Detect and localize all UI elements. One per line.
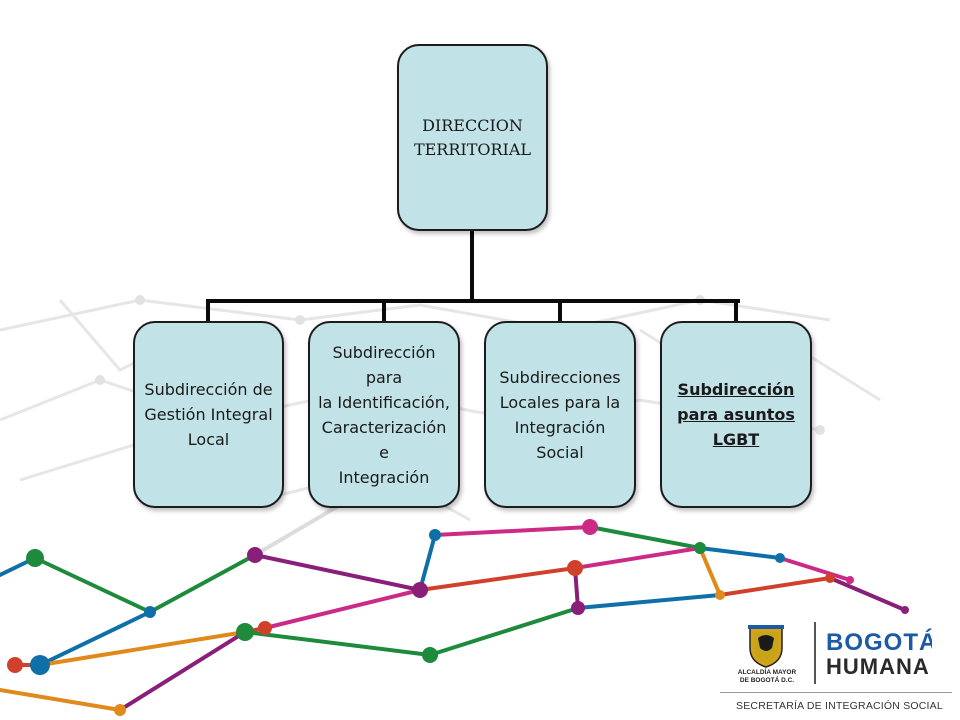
org-box-label: Integración Social bbox=[514, 417, 606, 462]
org-box-label: Subdirección de bbox=[144, 380, 273, 399]
logo-bogota-text: BOGOTÁ bbox=[826, 628, 932, 656]
org-box-label: Gestión Integral bbox=[144, 405, 273, 424]
org-box-label: Subdirección para bbox=[332, 342, 436, 387]
connector-drop-3 bbox=[558, 299, 562, 322]
org-box-asuntos-lgbt: Subdirección para asuntos LGBT bbox=[660, 321, 812, 508]
org-box-label: DIRECCION bbox=[422, 115, 523, 135]
org-box-gestion-integral-local: Subdirección de Gestión Integral Local bbox=[133, 321, 284, 508]
connector-vertical-root bbox=[470, 231, 474, 301]
connector-horizontal-bar bbox=[206, 299, 740, 303]
org-box-subdirecciones-locales: Subdirecciones Locales para la Integraci… bbox=[484, 321, 636, 508]
bogota-humana-logo: BOGOTÁ HUMANA bbox=[826, 628, 932, 678]
org-box-label: la Identificación, bbox=[318, 392, 450, 412]
connector-drop-2 bbox=[382, 299, 386, 322]
connector-drop-4 bbox=[734, 299, 738, 322]
logo-humana-text: HUMANA bbox=[826, 654, 930, 678]
org-box-label: TERRITORIAL bbox=[413, 139, 532, 159]
org-box-label: Local bbox=[187, 430, 230, 449]
org-box-label: Subdirecciones bbox=[499, 367, 621, 387]
alcaldia-label: ALCALDÍA MAYOR DE BOGOTÁ D.C. bbox=[732, 669, 802, 685]
org-box-label: Integración bbox=[338, 467, 430, 487]
alcaldia-line: ALCALDÍA MAYOR bbox=[737, 669, 797, 676]
bogota-coat-of-arms-icon bbox=[748, 625, 784, 668]
branding-logos: ALCALDÍA MAYOR DE BOGOTÁ D.C. BOGOTÁ HUM… bbox=[738, 616, 938, 690]
org-box-label: LGBT bbox=[712, 430, 760, 449]
org-box-direccion-territorial: DIRECCION TERRITORIAL bbox=[397, 44, 548, 231]
org-box-label: para asuntos bbox=[677, 405, 795, 424]
footer-divider bbox=[720, 692, 952, 693]
footer-secretaria: SECRETARÍA DE INTEGRACIÓN SOCIAL bbox=[736, 700, 943, 712]
org-box-label: Locales para la bbox=[499, 392, 621, 412]
alcaldia-line: DE BOGOTÁ D.C. bbox=[739, 677, 795, 684]
org-box-label: Caracterización e bbox=[321, 417, 447, 462]
connector-drop-1 bbox=[206, 299, 210, 322]
logo-divider bbox=[814, 622, 816, 684]
org-box-label: Subdirección bbox=[677, 380, 795, 399]
org-box-identificacion-caracterizacion: Subdirección para la Identificación, Car… bbox=[308, 321, 460, 508]
